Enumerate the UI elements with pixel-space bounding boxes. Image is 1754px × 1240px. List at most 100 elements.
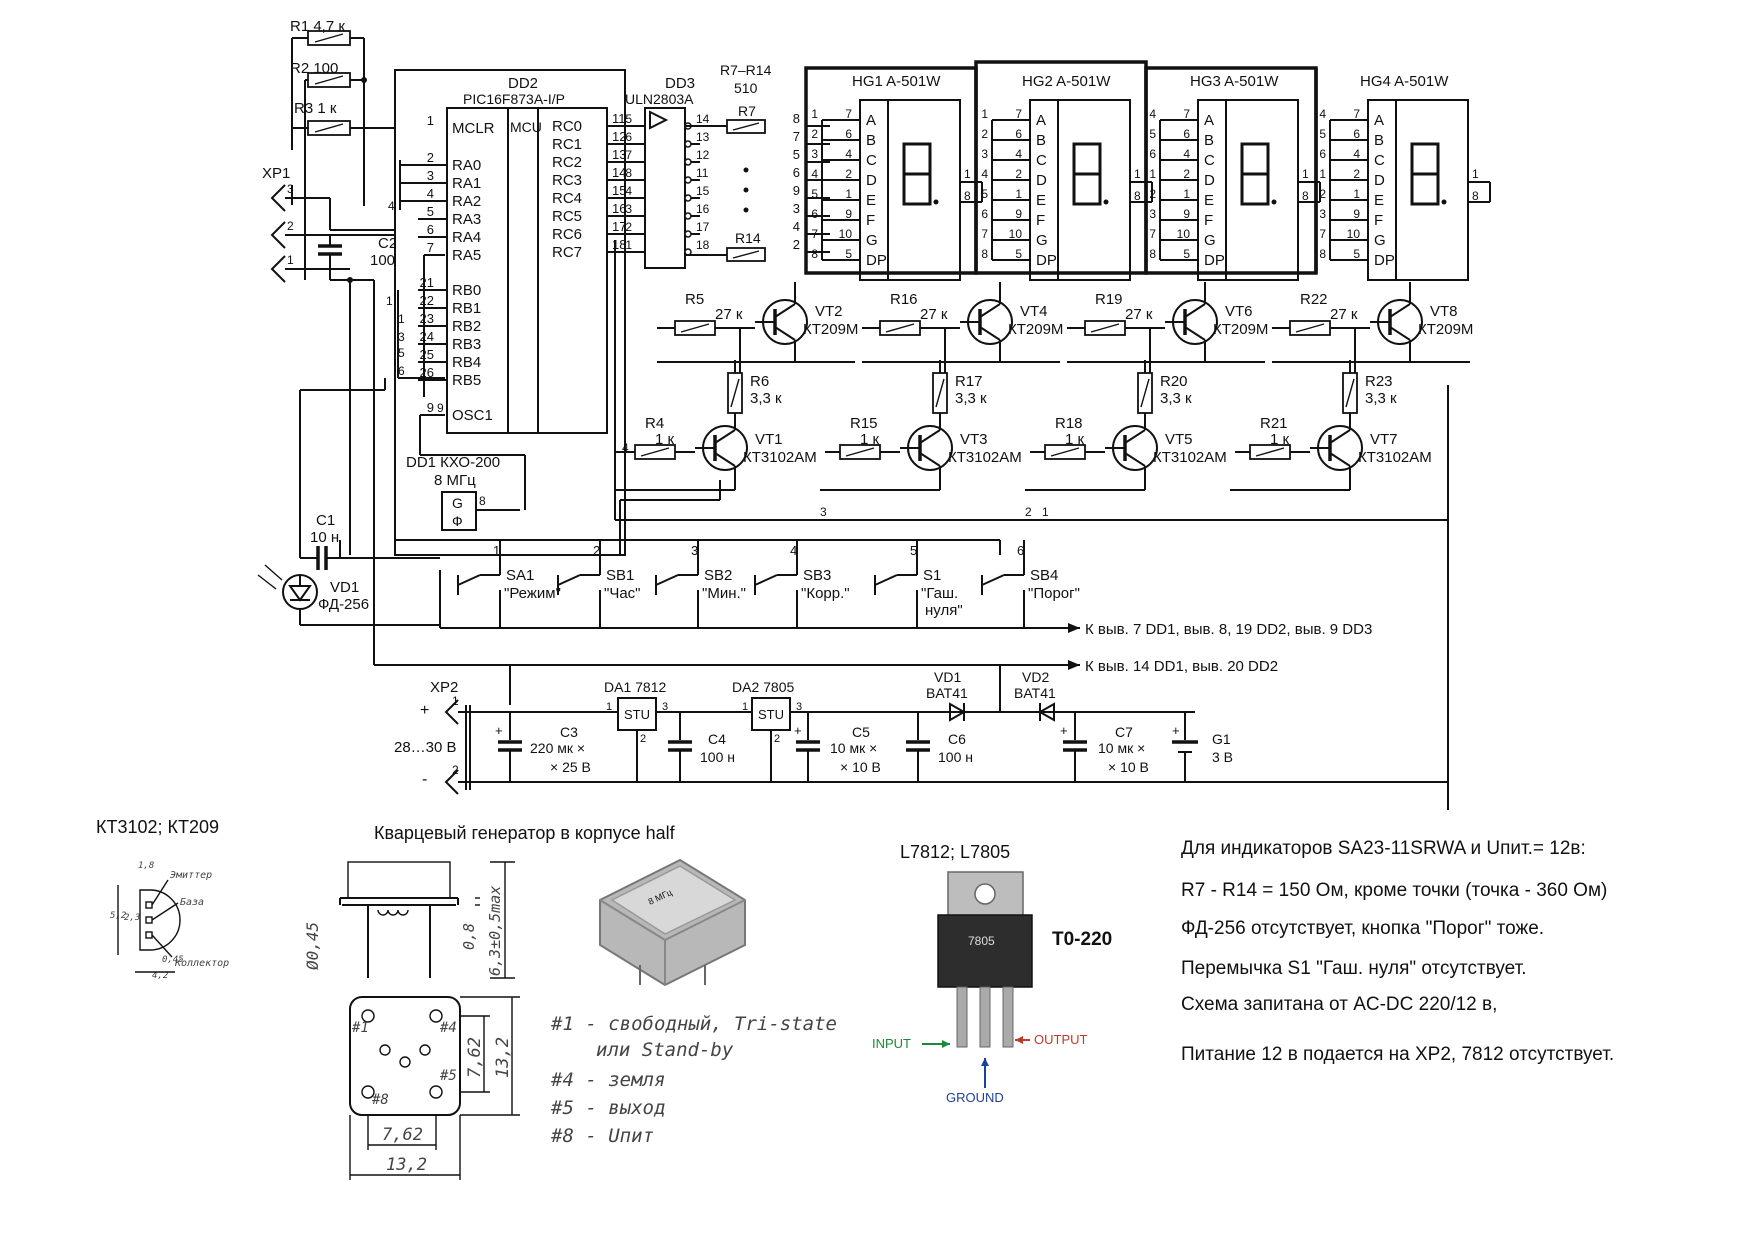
display-4-rpin8: 8 [1472, 189, 1479, 203]
note-2: R7 - R14 = 150 Ом, кроме точки (точка - … [1181, 880, 1608, 901]
pkg-dim3: 2,3 [124, 913, 140, 923]
c4-label: C4 [708, 731, 726, 747]
display-2-lpin-4: 1 [1015, 187, 1022, 201]
segres-header: R7–R14 [720, 62, 772, 78]
osc-sym: Ф [452, 513, 463, 529]
reg-output: OUTPUT [1034, 1032, 1088, 1047]
note-4: Перемычка S1 "Гаш. нуля" отсутствует. [1181, 958, 1527, 979]
displays: HG1 A-501WA71B62C43D24E15F96G107DP5818HG… [804, 60, 1491, 281]
mcu-pin-rc0: RC0 [552, 118, 582, 135]
mcu-pin-rc7: RC7 [552, 244, 582, 261]
input-resistors: R1 4,7 к R2 100 R3 1 к [290, 18, 445, 280]
pnp-ref-2: VT6 [1225, 303, 1253, 320]
display-1-lpin-5: 9 [845, 207, 852, 221]
mcu-pinnum-7: 7 [427, 240, 434, 255]
display-1-rpin8: 8 [964, 189, 971, 203]
display-body-3 [1197, 99, 1299, 281]
mcu-part: PIC16F873A-I/P [463, 91, 565, 107]
npn-part-2: КТ3102АМ [1153, 449, 1227, 466]
display-1-ext-5: 6 [811, 207, 818, 221]
c5-label: C5 [852, 724, 870, 740]
reg-chip: 7805 [968, 934, 995, 948]
dvd1-label: VD1 [934, 669, 961, 685]
osc-pin5: #5 [439, 1068, 457, 1084]
display-2-seg-b: B [1036, 132, 1046, 149]
mcu-inner: MCU [510, 119, 542, 135]
drv-out-15: 15 [696, 184, 710, 198]
mcu-pinnum-2: 2 [427, 150, 434, 165]
c6-value: 100 н [938, 749, 973, 765]
display-3-lpin-4: 1 [1183, 187, 1190, 201]
drv-out-17: 17 [696, 220, 710, 234]
drv-buffer [649, 110, 669, 130]
display-1-ext-2: 3 [811, 147, 818, 161]
display-2-lpin-1: 6 [1015, 127, 1022, 141]
display-1-seg-f: F [866, 212, 875, 229]
xp2-pin2: 2 [452, 763, 459, 777]
display-1-seg-b: B [866, 132, 876, 149]
mcu-misc-6: 6 [398, 364, 405, 378]
oscillator-drawing: Кварцевый генератор в корпусе half Ø0,45… [303, 823, 837, 1180]
drv-bubble-11 [684, 176, 692, 184]
segres-pin-5: 5 [793, 147, 800, 162]
display-1-lpin-4: 1 [845, 187, 852, 201]
display-3-ext-3: 1 [1149, 167, 1156, 181]
npn-rc-label-0: R6 [750, 373, 769, 390]
mcu-misc-2: 1 [398, 312, 405, 326]
display-3-ext-6: 7 [1149, 227, 1156, 241]
pnp-ref-0: VT2 [815, 303, 843, 320]
rail-vcc-text: К выв. 14 DD1, выв. 20 DD2 [1085, 658, 1278, 675]
display-3-digit [1240, 142, 1270, 206]
display-1-seg-d: D [866, 172, 877, 189]
display-3-ext-1: 5 [1149, 127, 1156, 141]
display-3-lpin-1: 6 [1183, 127, 1190, 141]
mcu-pinnum-14: 14 [612, 165, 626, 180]
dvd1-value: BAT41 [926, 685, 968, 701]
pnp-rbv-2: 27 к [1125, 306, 1153, 323]
display-3-seg-g: G [1204, 232, 1216, 249]
display-name-4: HG4 A-501W [1360, 73, 1449, 90]
c2-label: C2 [378, 235, 397, 252]
segres-pin-9: 9 [793, 183, 800, 198]
da2-pin2: 2 [774, 733, 780, 745]
xp2-pin1: 1 [452, 694, 459, 708]
display-4-seg-dp: DP [1374, 252, 1395, 269]
display-2-ext-5: 6 [981, 207, 988, 221]
npn-rb-label-1: R15 [850, 415, 878, 432]
npn-ref-3: VT7 [1370, 431, 1398, 448]
display-3-seg-a: A [1204, 112, 1214, 129]
mcu-pin-rc5: RC5 [552, 208, 582, 225]
display-2-seg-a: A [1036, 112, 1046, 129]
display-2-ext-0: 1 [981, 107, 988, 121]
pkg-emitter: Эмиттер [170, 870, 212, 881]
switch-num-0: 1 [493, 543, 500, 558]
g1-value: 3 В [1212, 749, 1233, 765]
mcu-pinnum-9: 9 [427, 400, 434, 415]
osc-dim-132v: 13,2 [493, 1037, 513, 1078]
pnp-part-1: КТ209М [1008, 321, 1063, 338]
osc-legend-5: #8 - Uпит [550, 1125, 654, 1147]
r2-label: R2 100 [290, 60, 338, 77]
mcu-misc-4: 4 [388, 199, 395, 213]
display-3-seg-b: B [1204, 132, 1214, 149]
mcu-pin-ra3: RA3 [452, 211, 481, 228]
mcu-pin-ra5: RA5 [452, 247, 481, 264]
display-body-2 [1029, 99, 1131, 281]
display-1-seg-c: C [866, 152, 877, 169]
mcu-pinnum-6: 6 [427, 222, 434, 237]
display-2-seg-dp: DP [1036, 252, 1057, 269]
display-4-seg-b: B [1374, 132, 1384, 149]
switch-label2-4: нуля" [925, 602, 963, 619]
osc-legend-2: или Stand-by [596, 1039, 734, 1061]
mcu-pinnum-11: 11 [612, 111, 626, 126]
segres-pin-4: 4 [793, 219, 800, 234]
npn-rb-label-2: R18 [1055, 415, 1083, 432]
